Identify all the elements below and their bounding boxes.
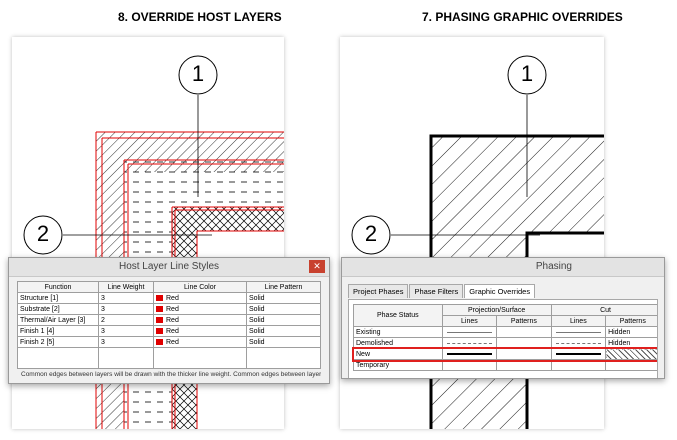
col-phase-status: Phase Status	[353, 304, 443, 327]
group-projection: Projection/Surface	[441, 304, 552, 316]
tab-graphic-overrides[interactable]: Graphic Overrides	[464, 284, 536, 298]
col-cut-patterns: Patterns	[605, 315, 657, 327]
table-row[interactable]: Finish 1 [4] 3 Red Solid	[17, 325, 321, 337]
table-row[interactable]: Demolished Hidden	[353, 337, 657, 349]
callout-2-label: 2	[36, 221, 50, 246]
color-swatch	[156, 327, 163, 334]
table-row[interactable]: Thermal/Air Layer [3] 2 Red Solid	[17, 314, 321, 326]
table-row[interactable]: Existing Hidden	[353, 326, 657, 338]
table-row[interactable]: Temporary	[353, 359, 657, 371]
col-line-pattern: Line Pattern	[246, 281, 321, 293]
help-note: Common edges between layers will be draw…	[21, 371, 321, 378]
color-swatch	[156, 338, 163, 345]
color-swatch	[156, 305, 163, 312]
table-row-selected[interactable]: New	[351, 346, 657, 362]
group-cut: Cut	[550, 304, 657, 316]
table-row[interactable]: Structure [1] 3 Red Solid	[17, 292, 321, 304]
phasing-table: Phase Status Projection/Surface Cut Ha L…	[351, 304, 657, 371]
left-title: 8. OVERRIDE HOST LAYERS	[118, 10, 282, 24]
right-title: 7. PHASING GRAPHIC OVERRIDES	[422, 10, 623, 24]
col-proj-patterns: Patterns	[496, 315, 552, 327]
host-layer-table: Function Line Weight Line Color Line Pat…	[17, 281, 321, 369]
col-line-weight: Line Weight	[98, 281, 154, 293]
close-button[interactable]: ✕	[309, 260, 325, 273]
callout-1-label: 1	[191, 61, 205, 86]
table-row[interactable]: Substrate [2] 3 Red Solid	[17, 303, 321, 315]
callout-1-label: 1	[520, 61, 534, 86]
callout-2-label: 2	[364, 221, 378, 246]
tab-project-phases[interactable]: Project Phases	[348, 284, 409, 298]
color-swatch	[156, 316, 163, 323]
host-layer-line-styles-dialog: Host Layer Line Styles ✕ Function Line W…	[8, 257, 330, 384]
col-function: Function	[17, 281, 99, 293]
tab-phase-filters[interactable]: Phase Filters	[409, 284, 464, 298]
dialog-title: Host Layer Line Styles	[118, 261, 220, 272]
col-cut-lines: Lines	[550, 315, 607, 327]
table-row-empty	[17, 347, 321, 369]
dialog-title: Phasing	[535, 261, 572, 272]
color-swatch	[156, 294, 163, 301]
col-proj-lines: Lines	[441, 315, 498, 327]
table-row[interactable]: Finish 2 [5] 3 Red Solid	[17, 336, 321, 348]
col-line-color: Line Color	[153, 281, 247, 293]
